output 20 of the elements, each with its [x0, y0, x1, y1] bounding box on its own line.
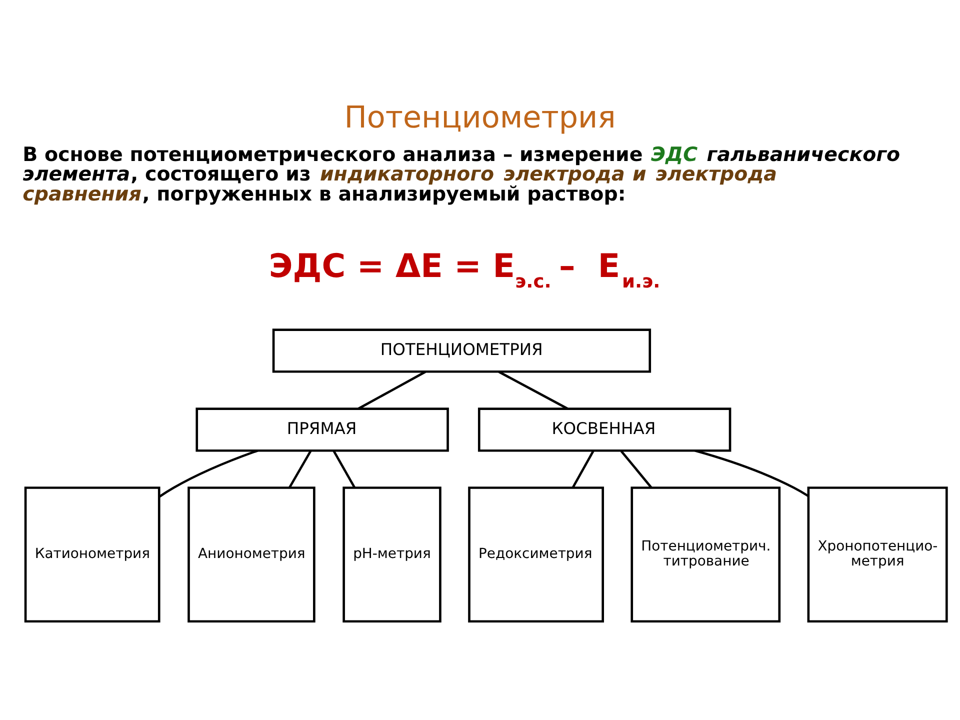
- node-box: Хронопотенцио- метрия: [807, 486, 948, 623]
- connector: [358, 370, 426, 410]
- connector: [332, 450, 356, 488]
- connector: [572, 450, 594, 488]
- node-box: Редоксиметрия: [468, 486, 604, 623]
- node-box: Анионометрия: [188, 486, 316, 623]
- connector: [620, 450, 652, 488]
- node-box: рН-метрия: [342, 486, 442, 623]
- connector: [288, 450, 312, 488]
- node-box: ПРЯМАЯ: [196, 408, 449, 452]
- node-box: Потенциометрич. титрование: [630, 486, 781, 623]
- connector: [158, 450, 258, 498]
- node-box: КОСВЕННАЯ: [478, 408, 732, 452]
- diagram-title: Потенциометрия: [344, 100, 616, 136]
- node-box: Катионометрия: [24, 486, 160, 623]
- label: В основе потенциометрического анализа – измерение ЭДС гальванического элемента, состоящего из индикаторного электрода и электрода сравнения, погруженных в анализируемый раствор:: [22, 142, 900, 206]
- node-box: ПОТЕНЦИОМЕТРИЯ: [272, 328, 652, 373]
- connector: [498, 370, 568, 410]
- label: ЭДС = ΔЕ = Е$_{э.с.}$ – Е$_{и.э.}$: [268, 246, 660, 292]
- connector: [694, 450, 809, 497]
